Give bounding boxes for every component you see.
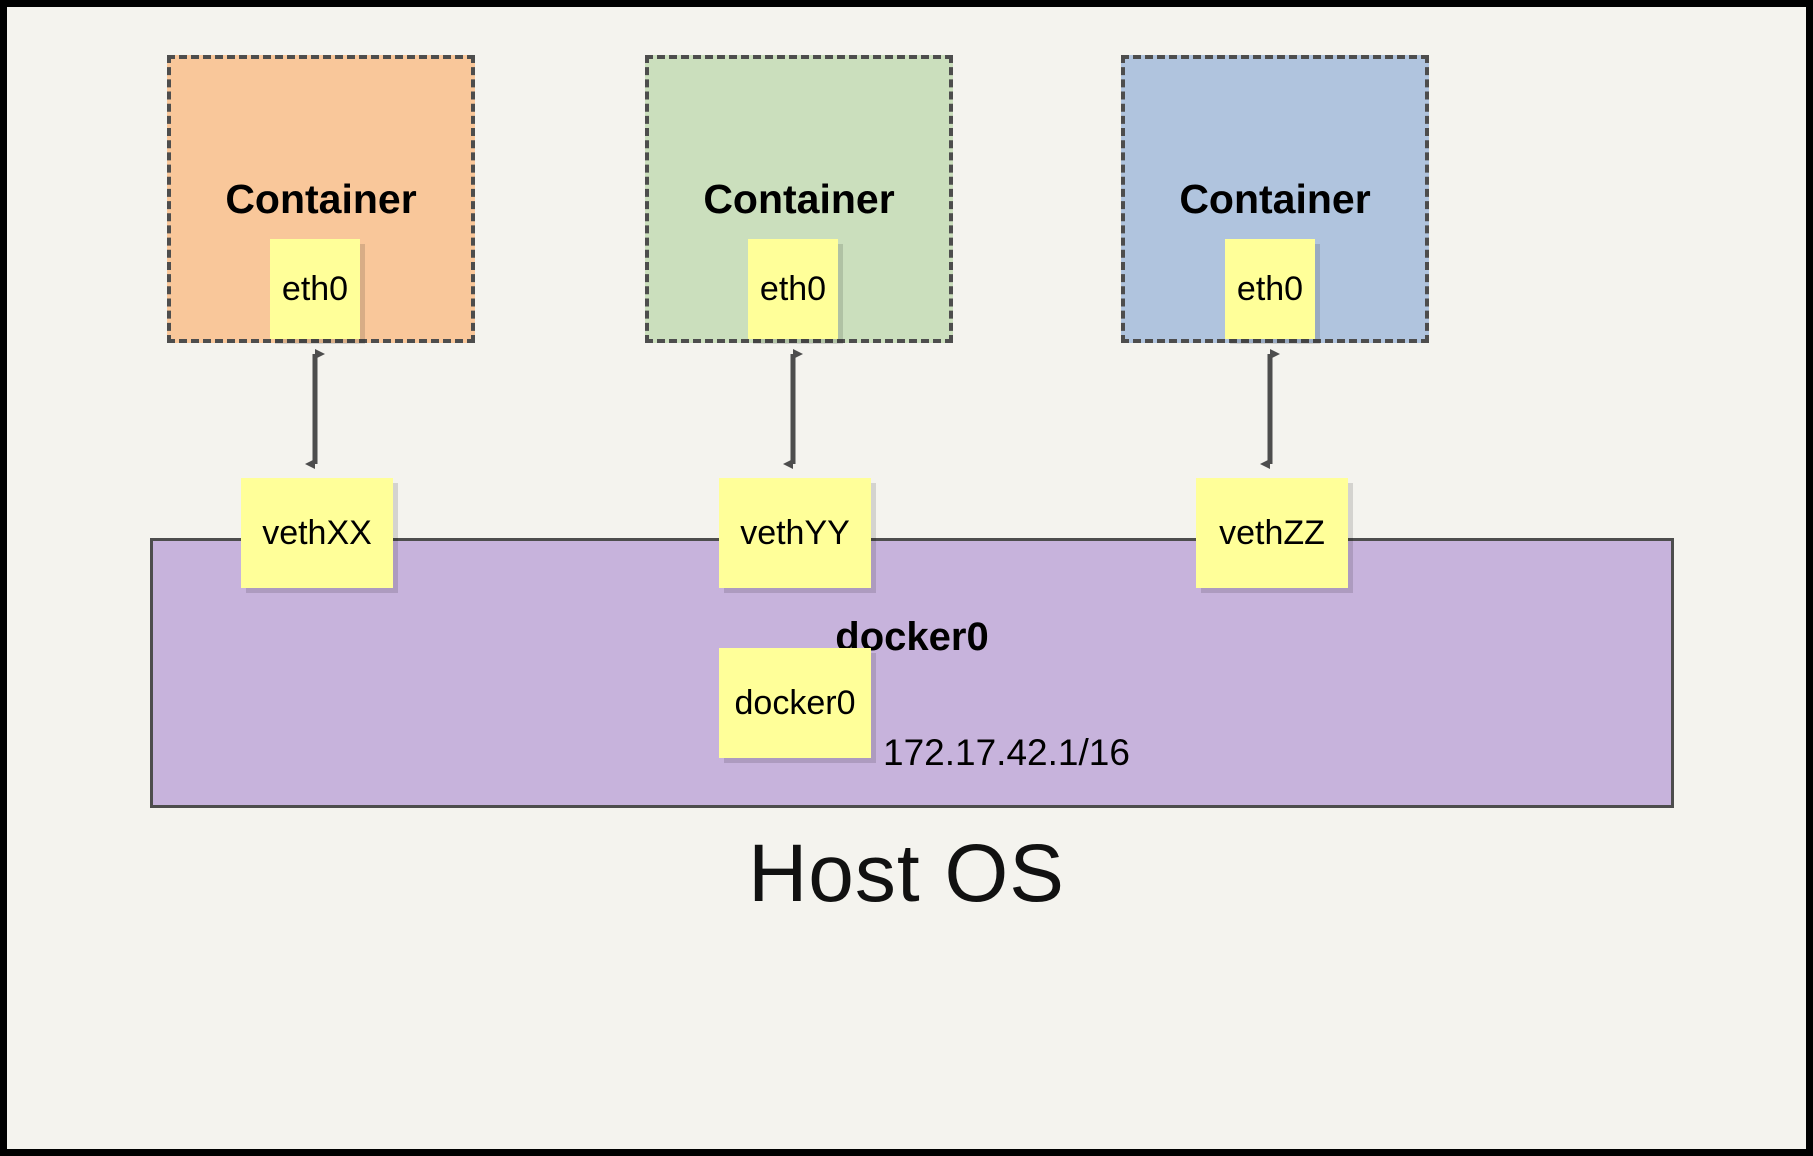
eth0-iface-2-label: eth0: [759, 269, 827, 308]
veth-iface-2-label: vethYY: [740, 513, 850, 552]
eth0-iface-3: eth0: [1225, 239, 1315, 339]
veth-iface-1-label: vethXX: [262, 513, 372, 552]
docker0-bridge: docker0: [150, 538, 1674, 808]
veth-iface-1: vethXX: [241, 478, 393, 588]
veth-link-arrow-2: [783, 349, 803, 469]
host-os-label: Host OS: [748, 828, 1065, 919]
veth-link-arrow-3: [1260, 349, 1280, 469]
eth0-iface-2: eth0: [748, 239, 838, 339]
docker0-iface: docker0: [719, 648, 871, 758]
veth-iface-3-label: vethZZ: [1219, 513, 1325, 552]
container-title-1: Container: [225, 176, 417, 222]
docker0-iface-label: docker0: [734, 683, 856, 722]
container-title-3: Container: [1179, 176, 1371, 222]
veth-iface-2: vethYY: [719, 478, 871, 588]
container-title-2: Container: [703, 176, 895, 222]
docker0-bridge-label: docker0: [835, 615, 989, 659]
eth0-iface-1: eth0: [270, 239, 360, 339]
eth0-iface-1-label: eth0: [281, 269, 349, 308]
veth-iface-3: vethZZ: [1196, 478, 1348, 588]
docker0-ip-label: 172.17.42.1/16: [883, 732, 1130, 773]
eth0-iface-3-label: eth0: [1236, 269, 1304, 308]
veth-link-arrow-1: [305, 349, 325, 469]
